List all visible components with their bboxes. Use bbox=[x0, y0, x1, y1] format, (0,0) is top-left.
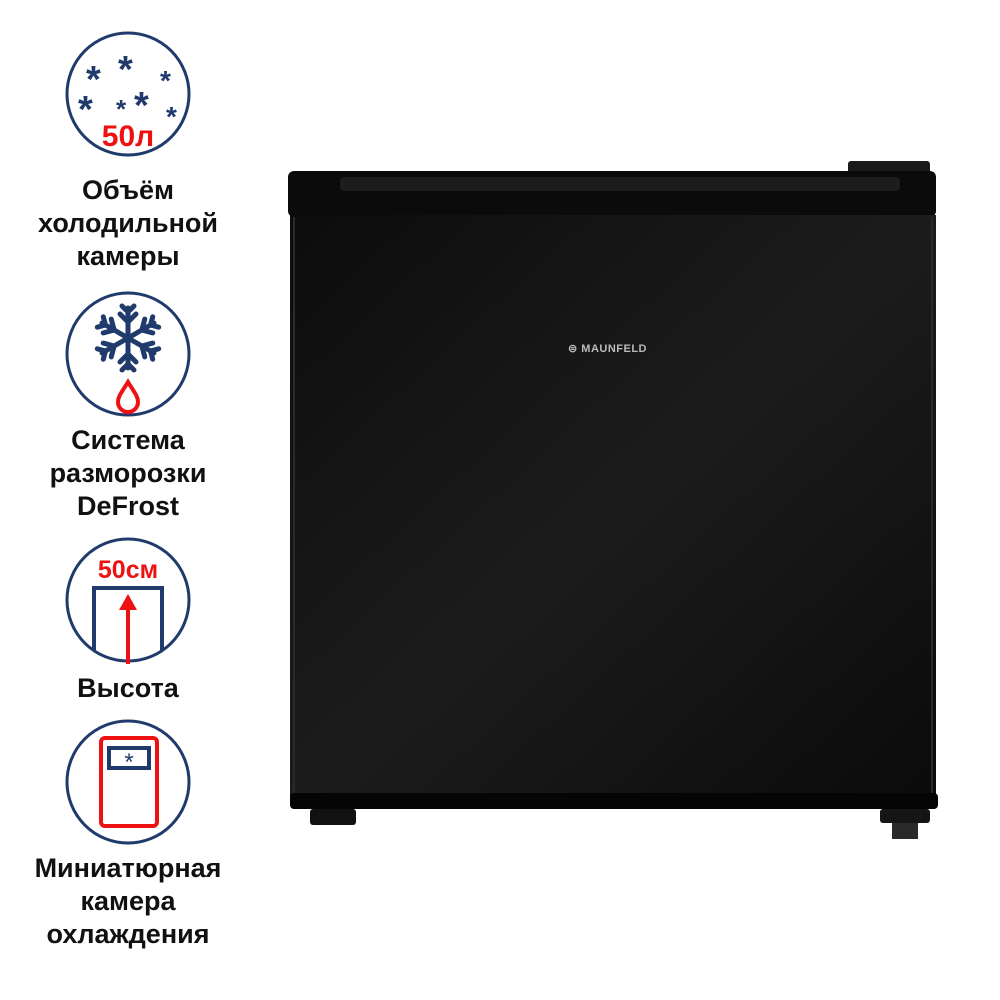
bottom-base bbox=[290, 793, 938, 809]
label-line: камеры bbox=[76, 241, 180, 271]
height-arrow-icon: 50см bbox=[65, 537, 191, 664]
svg-text:*: * bbox=[118, 49, 133, 91]
label-line: Объём bbox=[82, 175, 174, 205]
foot-left bbox=[310, 809, 356, 825]
label-line: холодильной bbox=[38, 208, 218, 238]
foot-right bbox=[880, 809, 930, 823]
svg-text:*: * bbox=[166, 101, 177, 132]
fridge-door bbox=[290, 215, 936, 805]
brand-name: MAUNFELD bbox=[581, 343, 647, 355]
label-line: камера bbox=[80, 886, 176, 916]
feature-label-height: Высота bbox=[0, 672, 256, 705]
svg-text:*: * bbox=[116, 94, 127, 124]
feature-label-defrost: Система разморозки DeFrost bbox=[0, 424, 256, 523]
fridge-image bbox=[288, 161, 938, 839]
label-line: Миниатюрная bbox=[34, 853, 222, 883]
brand-logo: ⊜ MAUNFELD bbox=[568, 343, 647, 355]
svg-text:*: * bbox=[134, 85, 149, 127]
snowflakes-volume-icon: ** ** ** * 50л bbox=[65, 31, 191, 157]
svg-text:*: * bbox=[78, 89, 93, 131]
snowflake-drop-icon bbox=[65, 291, 191, 417]
svg-text:*: * bbox=[86, 59, 101, 101]
height-badge: 50см bbox=[98, 556, 158, 584]
label-line: разморозки bbox=[49, 458, 207, 488]
feature-label-volume: Объём холодильной камеры bbox=[0, 174, 256, 273]
label-line: Высота bbox=[77, 673, 179, 703]
mini-fridge-icon: * bbox=[65, 719, 191, 845]
label-line: охлаждения bbox=[46, 919, 210, 949]
label-line: Система bbox=[71, 425, 185, 455]
svg-text:*: * bbox=[124, 749, 133, 776]
label-line: DeFrost bbox=[76, 491, 179, 521]
svg-text:*: * bbox=[160, 65, 171, 96]
volume-badge: 50л bbox=[102, 120, 154, 153]
feature-label-mini: Миниатюрная камера охлаждения bbox=[0, 852, 256, 951]
